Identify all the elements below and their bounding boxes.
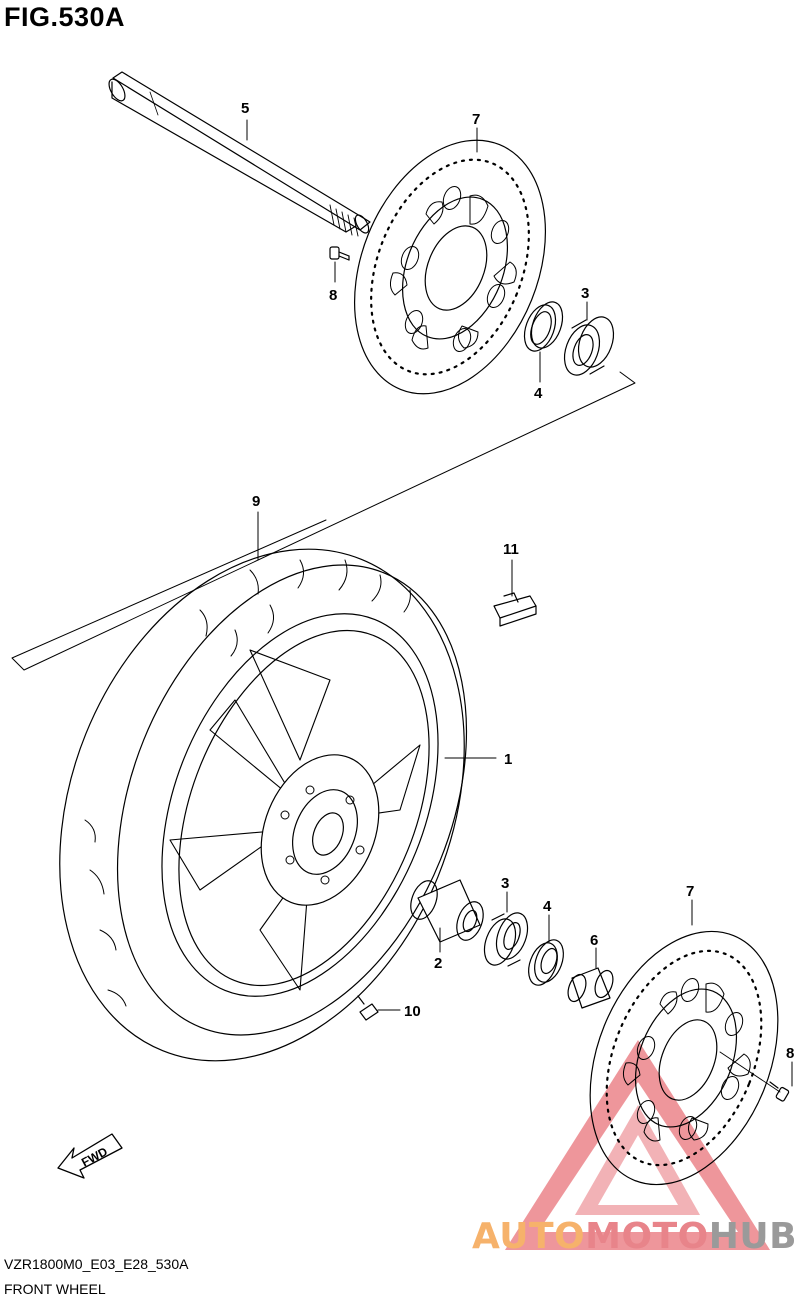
- callout-labels: 5 7 8 3 4 9 11 1 3 4 6 7 2 8 10 FWD: [79, 100, 794, 1170]
- callout-2: 2: [434, 955, 442, 972]
- collar: [567, 967, 614, 1009]
- figure-title: FIG.530A: [4, 2, 126, 32]
- callout-9: 9: [252, 493, 260, 510]
- oil-seal-bottom: [528, 939, 564, 986]
- brake-disc-bottom: [589, 930, 779, 1186]
- watermark-part-a: AUTO: [472, 1216, 586, 1257]
- wheel-spacer: [410, 879, 484, 943]
- watermark-part-b: MOTO: [585, 1216, 709, 1257]
- disc-bolt-top: [329, 246, 350, 261]
- model-code: VZR1800M0_E03_E28_530A: [4, 1256, 189, 1272]
- callout-11: 11: [503, 541, 519, 558]
- watermark-triangle-icon: [505, 1040, 770, 1250]
- callout-6: 6: [590, 932, 598, 949]
- callout-7-bottom: 7: [686, 883, 694, 900]
- balance-weight: [493, 592, 537, 627]
- callout-8-top: 8: [329, 287, 337, 304]
- oil-seal-top: [523, 301, 564, 352]
- assembly-outline: [11, 371, 636, 671]
- callout-3-bottom: 3: [501, 875, 509, 892]
- section-name: FRONT WHEEL: [4, 1281, 106, 1297]
- callout-10: 10: [404, 1003, 421, 1020]
- callout-3-top: 3: [581, 285, 589, 302]
- callout-1: 1: [504, 751, 512, 768]
- callout-5: 5: [241, 100, 249, 117]
- bearing-bottom: [483, 912, 529, 967]
- callout-8-bottom: 8: [786, 1045, 794, 1062]
- front-axle: [108, 71, 371, 237]
- front-wheel-tire: [59, 548, 468, 1062]
- brake-disc-top: [353, 139, 547, 395]
- watermark-text: AUTOMOTOHUB: [472, 1216, 797, 1257]
- forward-direction-arrow-icon: [57, 1133, 123, 1179]
- callout-4-bottom: 4: [543, 898, 552, 915]
- disc-bolt-bottom: [719, 1051, 790, 1102]
- watermark-part-c: HUB: [708, 1216, 798, 1257]
- leader-lines: [246, 119, 793, 1087]
- tire-valve: [357, 995, 379, 1021]
- callout-4-top: 4: [534, 385, 543, 402]
- bearing-top: [563, 316, 615, 376]
- callout-7-top: 7: [472, 111, 480, 128]
